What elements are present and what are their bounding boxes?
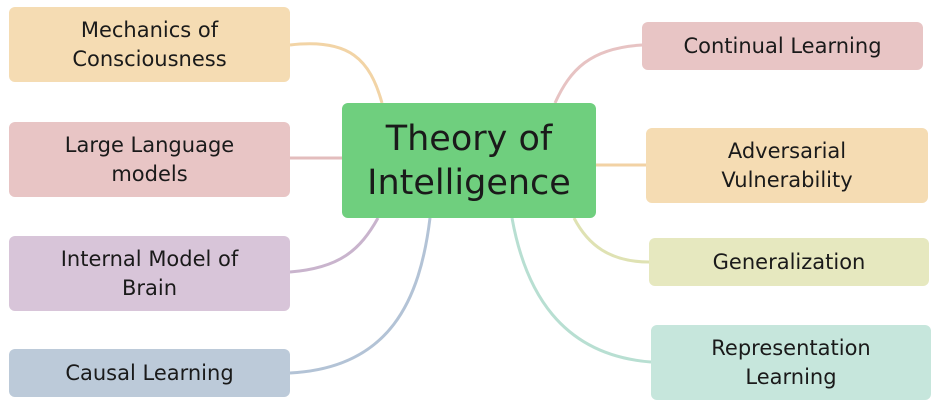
connector-causal <box>289 217 432 375</box>
node-causal-learning: Causal Learning <box>9 349 290 397</box>
node-generalization: Generalization <box>649 238 929 286</box>
connector-representation <box>510 217 652 364</box>
connector-mechanics <box>289 42 384 104</box>
node-representation-learning: Representation Learning <box>651 325 931 400</box>
connector-internal-model <box>289 217 380 274</box>
node-large-language-models: Large Language models <box>9 122 290 197</box>
node-adversarial-vulnerability: Adversarial Vulnerability <box>646 128 928 203</box>
central-topic: Theory of Intelligence <box>342 103 596 218</box>
node-internal-model-of-brain: Internal Model of Brain <box>9 236 290 311</box>
connector-continual <box>553 43 643 104</box>
node-continual-learning: Continual Learning <box>642 22 923 70</box>
node-mechanics-of-consciousness: Mechanics of Consciousness <box>9 7 290 82</box>
connector-generalization <box>572 217 650 264</box>
